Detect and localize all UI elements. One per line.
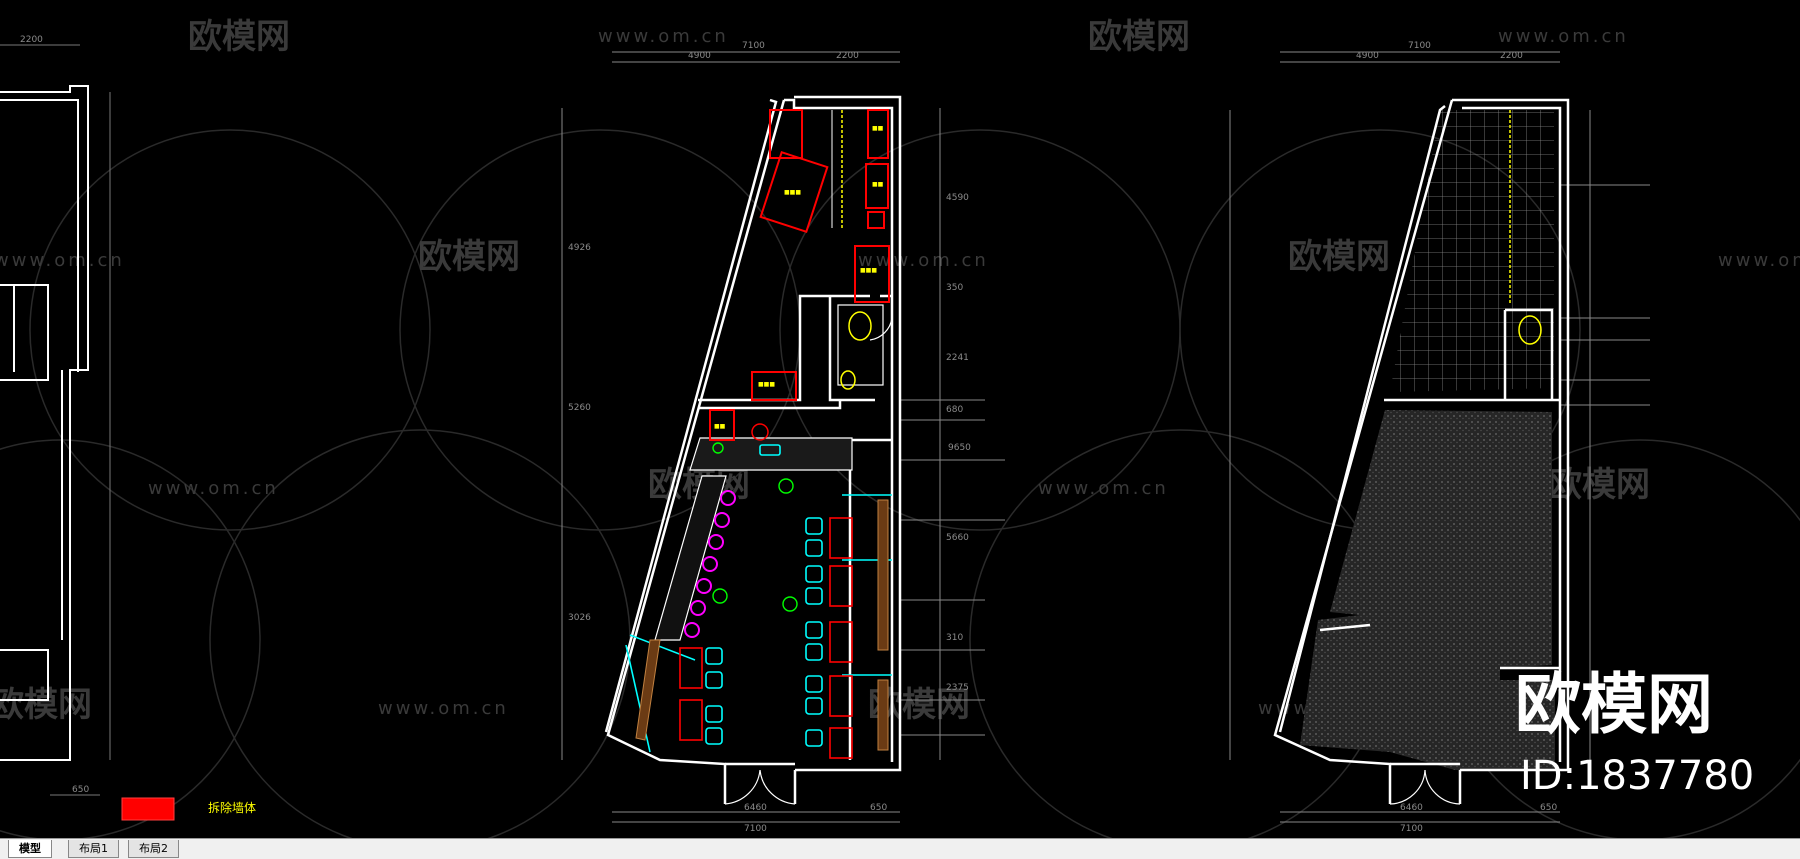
- brand-logo-text: 欧模网: [1515, 666, 1713, 743]
- svg-text:■■: ■■: [872, 181, 884, 188]
- svg-text:■■: ■■: [872, 125, 884, 132]
- plan-original-dims: 2200 650: [20, 35, 89, 795]
- dim-label: 4926: [568, 243, 591, 253]
- dim-label: 7100: [1408, 41, 1431, 51]
- dim-label: 4590: [946, 193, 969, 203]
- watermark-url: www.om.cn: [378, 698, 509, 719]
- legend-swatch: [121, 797, 175, 821]
- dim-label: 2200: [836, 51, 859, 61]
- dim-label: 3026: [568, 613, 591, 623]
- layout-tab-bar: 模型 布局1 布局2: [0, 838, 1800, 859]
- dim-label: 4900: [1356, 51, 1379, 61]
- watermark-brand: 欧模网: [1548, 465, 1650, 505]
- dim-label: 4900: [688, 51, 711, 61]
- dim-label: 2200: [20, 35, 43, 45]
- dim-label: 6460: [1400, 803, 1423, 813]
- tab-layout-1[interactable]: 布局1: [68, 840, 119, 858]
- watermark-brand: 欧模网: [1288, 237, 1390, 277]
- dim-label: 310: [946, 633, 963, 643]
- svg-text:■■■: ■■■: [758, 381, 775, 388]
- svg-text:■■: ■■: [714, 423, 726, 430]
- dim-label: 650: [72, 785, 89, 795]
- watermark-url: www.om.cn: [598, 26, 729, 47]
- svg-text:■■■: ■■■: [784, 189, 801, 196]
- dim-label: 2200: [1500, 51, 1523, 61]
- watermark-brand: 欧模网: [0, 685, 92, 725]
- dim-label: 5260: [568, 403, 591, 413]
- plan-furnished-dims: 7100 4900 2200 6460 650 7100 4590 350 22…: [568, 41, 971, 834]
- svg-text:■■■: ■■■: [860, 267, 877, 274]
- watermark-url: www.om.cn: [148, 478, 279, 499]
- dim-label: 650: [870, 803, 887, 813]
- watermark-brand: 欧模网: [418, 237, 520, 277]
- watermark-brand: 欧模网: [1088, 17, 1190, 57]
- dim-label: 7100: [742, 41, 765, 51]
- watermark-url: www.om.cn: [1498, 26, 1629, 47]
- dim-label: 650: [1540, 803, 1557, 813]
- watermark-url: www.om.cn: [1718, 250, 1800, 271]
- cad-drawing-canvas[interactable]: 欧模网 欧模网 欧模网 欧模网 欧模网 欧模网 欧模网 欧模网 www.om.c…: [0, 0, 1800, 840]
- watermark-brand: 欧模网: [188, 17, 290, 57]
- dim-label: 7100: [744, 824, 767, 834]
- dim-label: 350: [946, 283, 963, 293]
- dim-label: 2375: [946, 683, 969, 693]
- dim-label: 7100: [1400, 824, 1423, 834]
- plan-furnished: ■■■■ ■■■■■■ ■■■■■: [561, 51, 1005, 823]
- plan-original: [0, 44, 111, 796]
- model-id: ID:1837780: [1520, 753, 1755, 799]
- legend-label: 拆除墙体: [208, 800, 256, 815]
- plan-floor-finish-dims: 7100 4900 2200 6460 650 7100: [1356, 41, 1557, 834]
- dim-label: 6460: [744, 803, 767, 813]
- tab-model[interactable]: 模型: [8, 840, 52, 858]
- dim-label: 2241: [946, 353, 969, 363]
- dim-label: 5660: [946, 533, 969, 543]
- dim-label: 680: [946, 405, 963, 415]
- plan-floor-finish: [1229, 51, 1650, 823]
- dim-label: 9650: [948, 443, 971, 453]
- tab-layout-2[interactable]: 布局2: [128, 840, 179, 858]
- watermark-url: www.om.cn: [858, 250, 989, 271]
- watermark-url: www.om.cn: [0, 250, 125, 271]
- watermark-url: www.om.cn: [1038, 478, 1169, 499]
